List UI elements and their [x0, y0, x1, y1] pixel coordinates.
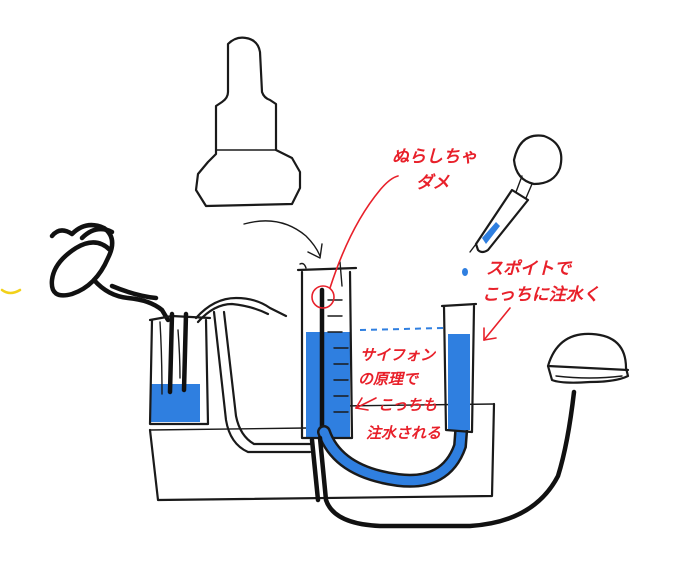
small-tube [359, 302, 478, 434]
note-moist-line1: ぬらしちゃ [392, 147, 477, 167]
tripod-icon [49, 222, 171, 323]
left-jar [148, 311, 212, 426]
note-siphon-line3: こっちも [378, 396, 437, 414]
note-siphon-line4: 注水される [366, 424, 441, 442]
note-dropper-line2: こっちに注水く [482, 285, 600, 305]
siphon-arrow [355, 397, 377, 411]
dome-cap-icon [546, 332, 630, 384]
note-moist-line2: ダメ [416, 173, 450, 193]
hose-left [194, 296, 312, 454]
dropper-arrow [483, 307, 511, 341]
moist-callout [311, 175, 399, 309]
note-dropper-line1: スポイトで [486, 259, 573, 279]
bottle-icon [194, 36, 302, 208]
note-siphon-line2: の原理で [358, 370, 420, 388]
siphon-tube [317, 413, 469, 488]
dropper-icon [462, 134, 563, 276]
stray-mark [0, 288, 22, 295]
cable-right [309, 389, 577, 529]
arrow-bottle-to-cylinder [243, 220, 323, 259]
cylinder [296, 261, 358, 440]
note-siphon-line1: サイフォン [360, 346, 437, 364]
